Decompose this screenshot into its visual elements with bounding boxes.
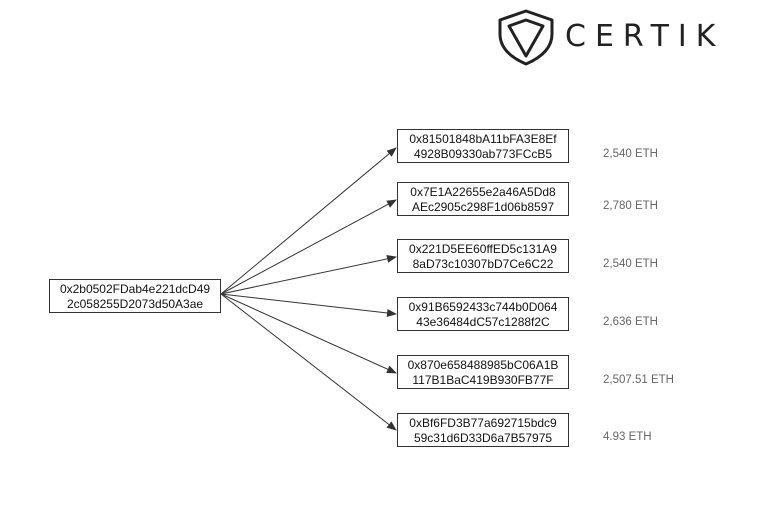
target-wallet-line1: 0x91B6592433c744b0D064: [408, 300, 558, 314]
target-wallet-node-6: 0xBf6FD3B77a692715bdc9 59c31d6D33D6a7B57…: [397, 413, 569, 447]
target-wallet-line1: 0xBf6FD3B77a692715bdc9: [409, 416, 557, 430]
arrow-5: [220, 293, 397, 374]
arrow-3: [220, 254, 397, 295]
target-wallet-node-4: 0x91B6592433c744b0D064 43e36484dC57c1288…: [397, 297, 569, 331]
arrow-6: [220, 293, 397, 431]
target-wallet-line2: 8aD73c10307bD7Ce6C22: [412, 257, 554, 271]
target-wallet-line1: 0x870e658488985bC06A1B: [407, 358, 559, 372]
logo-wordmark: CERTIK: [565, 19, 725, 54]
transfer-amount-3: 2,540 ETH: [603, 258, 658, 270]
target-wallet-node-3: 0x221D5EE60ffED5c131A9 8aD73c10307bD7Ce6…: [397, 239, 569, 273]
target-wallet-line2: AEc2905c298F1d06b8597: [411, 200, 555, 214]
target-wallet-line1: 0x7E1A22655e2a46A5Dd8: [410, 185, 556, 199]
target-wallet-node-1: 0x81501848bA11bFA3E8Ef 4928B09330ab773FC…: [397, 129, 569, 163]
target-wallet-node-5: 0x870e658488985bC06A1B 117B1BaC419B930FB…: [397, 355, 569, 389]
target-wallet-line1: 0x81501848bA11bFA3E8Ef: [409, 132, 557, 146]
source-wallet-line2: 2c058255D2073d50A3ae: [66, 297, 204, 311]
arrow-1: [220, 147, 397, 295]
arrow-4: [220, 293, 397, 317]
certik-shield-icon: [498, 9, 554, 66]
transfer-amount-4: 2,636 ETH: [603, 316, 658, 328]
arrow-2: [220, 199, 397, 295]
source-wallet-node: 0x2b0502FDab4e221dcD49 2c058255D2073d50A…: [49, 279, 221, 313]
source-wallet-line1: 0x2b0502FDab4e221dcD49: [59, 282, 211, 296]
target-wallet-line2: 117B1BaC419B930FB77F: [412, 373, 554, 387]
certik-logo: CERTIK: [497, 8, 724, 66]
target-wallet-line2: 43e36484dC57c1288f2C: [416, 315, 550, 329]
target-wallet-node-2: 0x7E1A22655e2a46A5Dd8 AEc2905c298F1d06b8…: [397, 182, 569, 216]
transfer-amount-5: 2,507.51 ETH: [603, 374, 674, 386]
transfer-amount-1: 2,540 ETH: [603, 148, 658, 160]
target-wallet-line1: 0x221D5EE60ffED5c131A9: [409, 242, 557, 256]
transfer-amount-6: 4.93 ETH: [603, 431, 652, 443]
target-wallet-line2: 59c31d6D33D6a7B57975: [413, 431, 553, 445]
transfer-amount-2: 2,780 ETH: [603, 200, 658, 212]
target-wallet-line2: 4928B09330ab773FCcB5: [413, 147, 553, 161]
